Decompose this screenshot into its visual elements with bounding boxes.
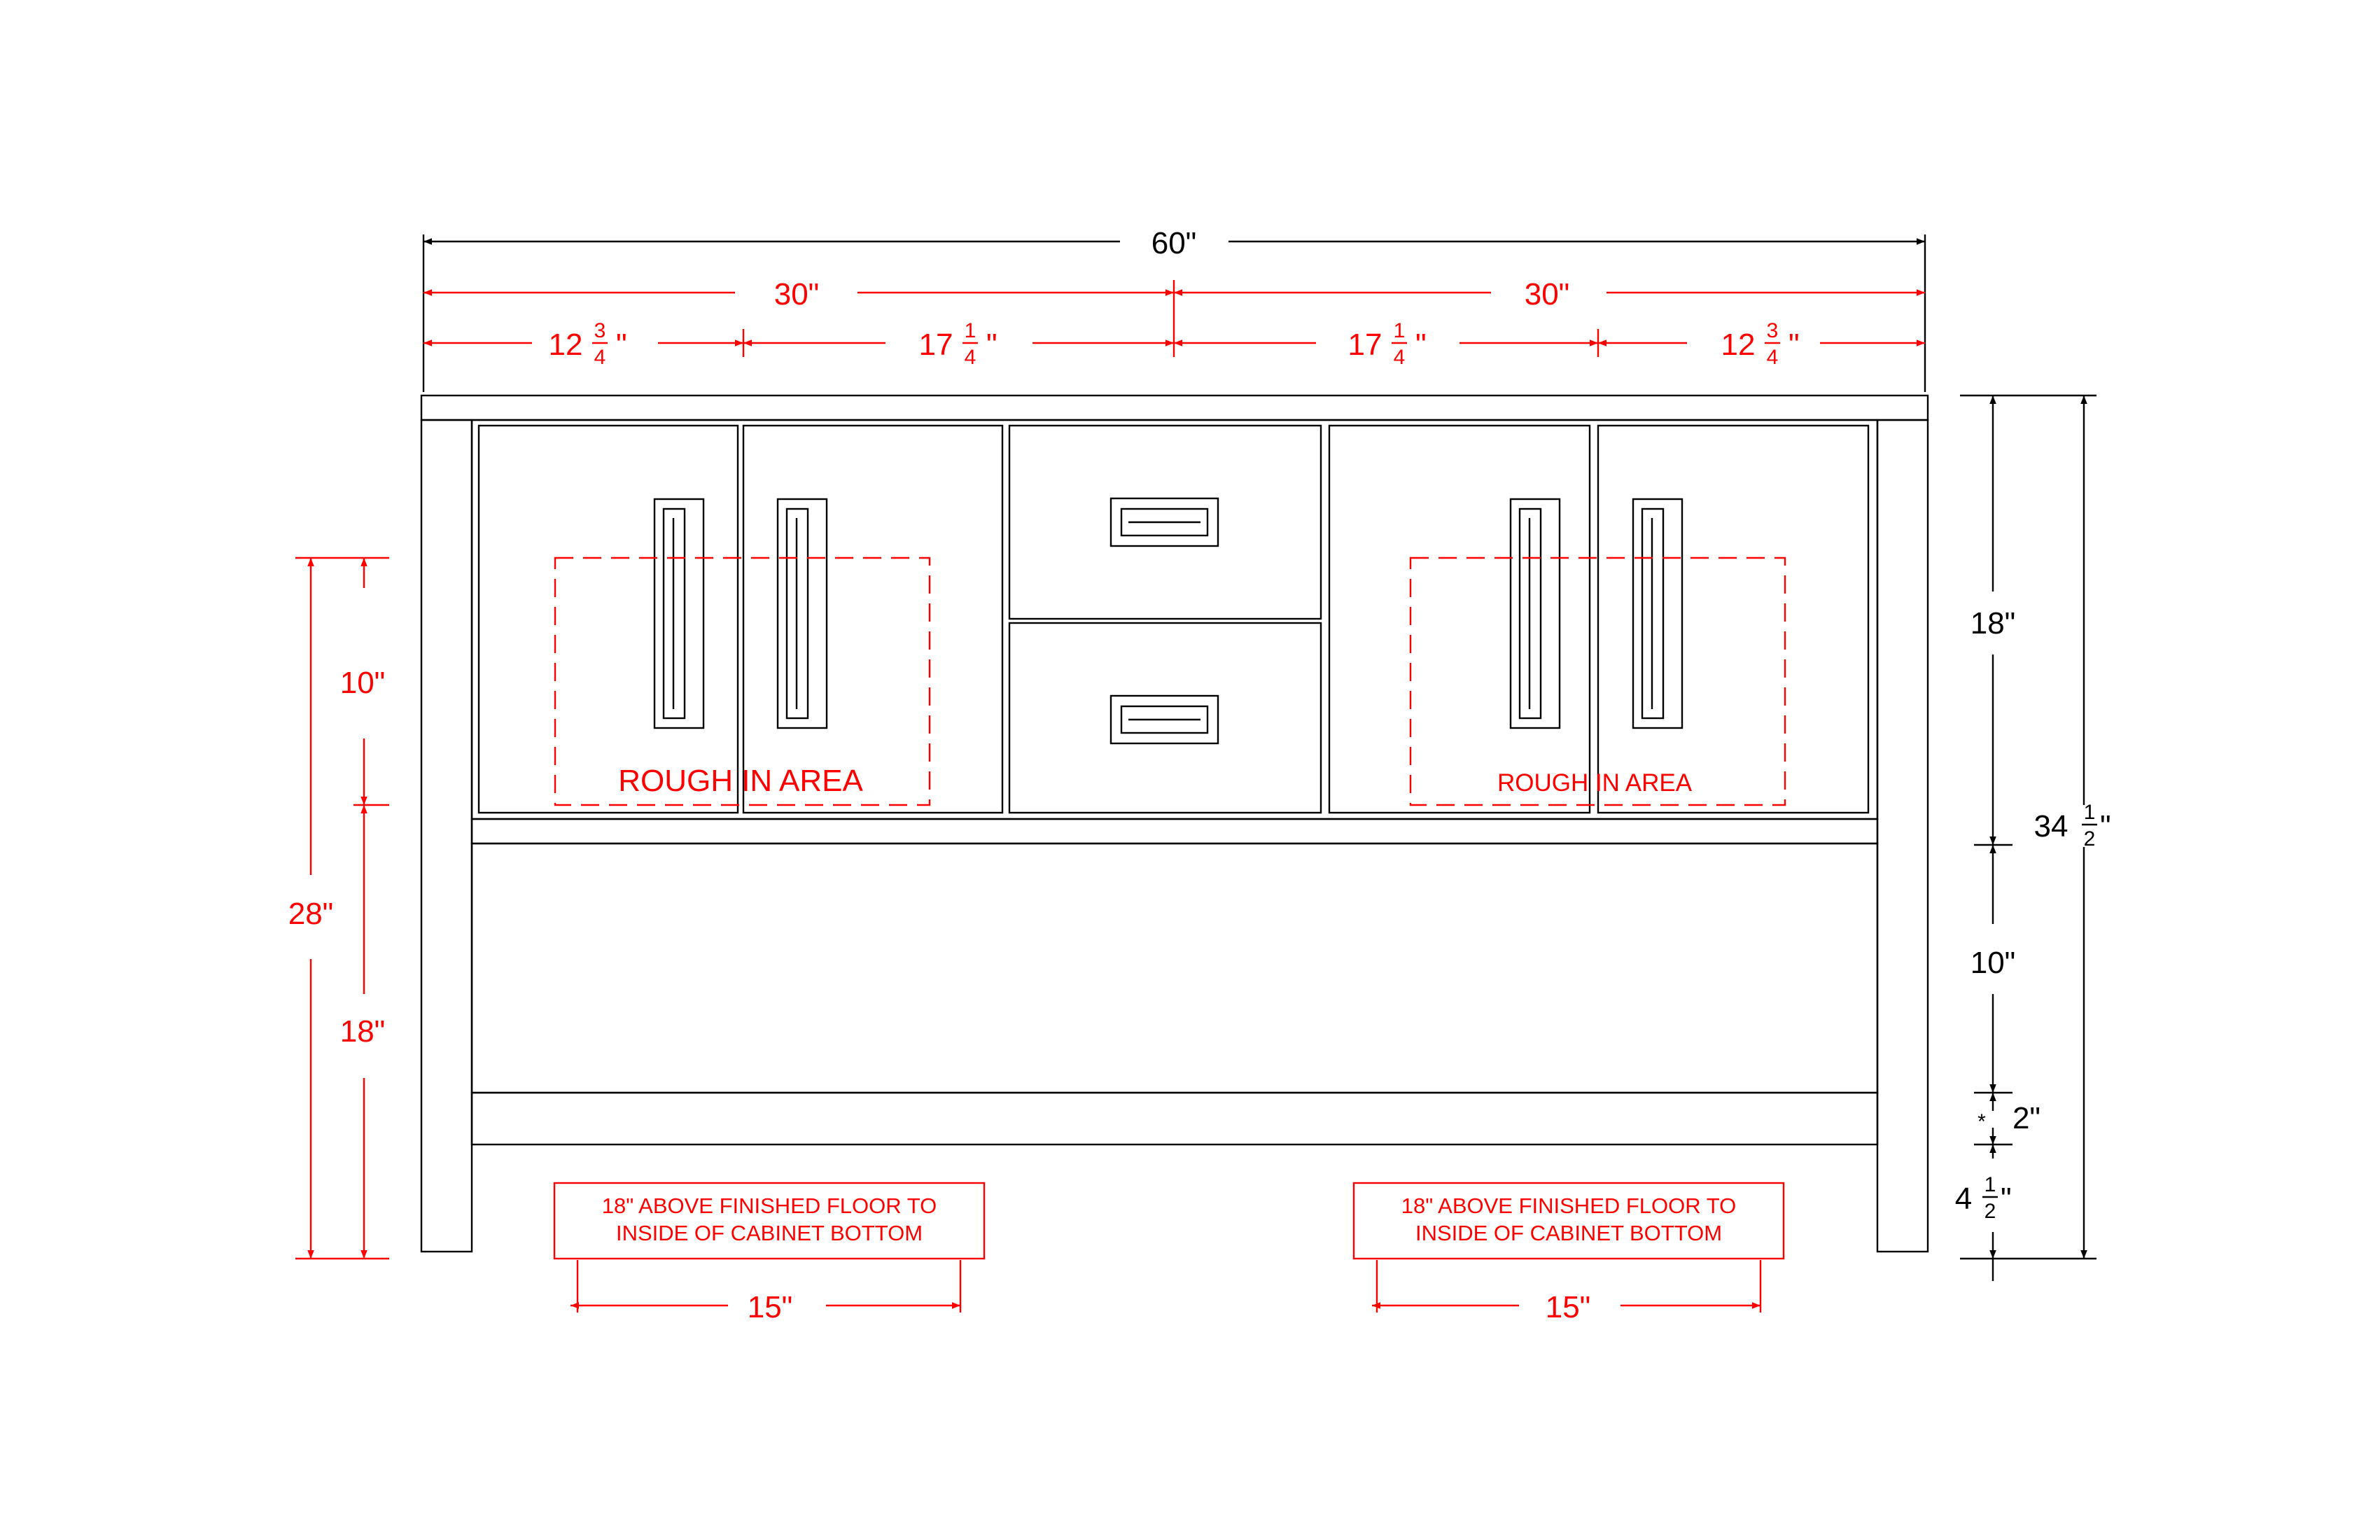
fraction-numerator: 1: [2084, 801, 2096, 824]
dimension-unit: ": [1415, 328, 1427, 362]
dimension-bottom-right-width: 15": [1372, 1260, 1762, 1324]
door-handle: [1509, 498, 1561, 729]
cabinet-door-4: [1597, 424, 1870, 814]
dimension-unit: ": [2100, 809, 2111, 844]
dimension-unit: ": [616, 328, 627, 362]
dimension-unit: ": [986, 328, 997, 362]
dimension-unit: ": [1788, 328, 1800, 362]
note-box-left: 18" ABOVE FINISHED FLOOR TO INSIDE OF CA…: [553, 1182, 986, 1260]
fraction-denominator: 4: [594, 346, 606, 369]
open-shelf-area: [470, 842, 1879, 1094]
dimension-segment-2: 17 1 4 ": [743, 319, 1174, 369]
dimension-overall-width: 60": [424, 226, 1925, 260]
dimension-overall-height: 34 1 2 ": [2034, 396, 2111, 1259]
fraction-denominator: 2: [1984, 1200, 1996, 1223]
rough-in-area-left: ROUGH IN AREA: [554, 556, 931, 806]
fraction-denominator: 4: [965, 346, 976, 369]
fraction-numerator: 3: [594, 319, 606, 342]
fraction-numerator: 3: [1767, 319, 1779, 342]
dimension-whole: 12: [549, 328, 583, 362]
dimension-text: 10": [1970, 946, 2016, 980]
dimension-right-middle: 10": [1970, 845, 2016, 1093]
cabinet-door-3: [1328, 424, 1591, 814]
cabinet-door-2: [742, 424, 1004, 814]
bottom-shelf: [470, 1091, 1879, 1146]
fraction-numerator: 1: [1984, 1173, 1996, 1196]
dimension-text: 15": [1546, 1290, 1591, 1324]
dimension-text: 28": [288, 897, 334, 931]
shelf-marker: *: [1977, 1110, 1986, 1133]
dimension-left-rough-in-height: 10": [340, 558, 386, 805]
drawer-pull: [1110, 694, 1219, 745]
dimension-whole: 17: [919, 328, 953, 362]
dimension-segment-4: 12 3 4 ": [1598, 319, 1925, 369]
dimension-half-right: 30": [1174, 277, 1925, 312]
dimension-text: 2": [2012, 1101, 2040, 1135]
door-handle: [1632, 498, 1684, 729]
drawer-bottom: [1008, 622, 1322, 814]
dimension-text: 18": [340, 1014, 386, 1049]
dimension-text: 60": [1152, 226, 1197, 260]
fraction-denominator: 4: [1394, 346, 1406, 369]
dimension-whole: 34: [2034, 809, 2068, 844]
note-line-1: 18" ABOVE FINISHED FLOOR TO: [1401, 1194, 1736, 1218]
rough-in-area-right: ROUGH IN AREA: [1409, 556, 1786, 806]
cabinet: [420, 394, 1929, 1253]
dimension-text: 30": [774, 277, 820, 312]
note-line-2: INSIDE OF CABINET BOTTOM: [1415, 1221, 1722, 1245]
dimension-left-lower: 18": [340, 805, 386, 1259]
fraction-numerator: 1: [1394, 319, 1406, 342]
left-leg: [420, 419, 473, 1253]
right-leg: [1876, 419, 1929, 1253]
rough-in-label: ROUGH IN AREA: [1497, 769, 1693, 797]
dimension-whole: 12: [1721, 328, 1756, 362]
dimension-left-total: 28": [288, 558, 334, 1259]
dimension-text: 30": [1525, 277, 1570, 312]
drawer-pull: [1110, 497, 1219, 547]
door-handle: [653, 498, 705, 729]
fraction-numerator: 1: [965, 319, 976, 342]
drawer-top: [1008, 424, 1322, 620]
dimension-text: 18": [1970, 606, 2016, 640]
note-box-right: 18" ABOVE FINISHED FLOOR TO INSIDE OF CA…: [1352, 1182, 1785, 1260]
dimension-half-left: 30": [424, 277, 1174, 312]
dimension-whole: 4: [1955, 1182, 1972, 1216]
countertop: [420, 394, 1929, 421]
dimension-right-toe: 4 1 2 ": [1955, 1144, 2012, 1281]
note-line-2: INSIDE OF CABINET BOTTOM: [616, 1221, 923, 1245]
fraction-denominator: 2: [2084, 827, 2096, 850]
dimension-segment-3: 17 1 4 ": [1174, 319, 1598, 369]
note-line-1: 18" ABOVE FINISHED FLOOR TO: [602, 1194, 937, 1218]
door-handle: [776, 498, 828, 729]
dimension-unit: ": [2001, 1182, 2012, 1216]
dimension-whole: 17: [1348, 328, 1382, 362]
cabinet-door-1: [477, 424, 739, 814]
dimension-segment-1: 12 3 4 ": [424, 319, 743, 369]
dimension-text: 10": [340, 666, 386, 700]
rough-in-label: ROUGH IN AREA: [618, 764, 863, 798]
dimension-right-upper: 18": [1970, 396, 2016, 845]
dimension-text: 15": [748, 1290, 793, 1324]
dimension-bottom-left-width: 15": [570, 1260, 962, 1324]
shelf-rail: [470, 818, 1879, 845]
fraction-denominator: 4: [1767, 346, 1779, 369]
dimension-right-shelf: * 2": [1977, 1093, 2040, 1144]
